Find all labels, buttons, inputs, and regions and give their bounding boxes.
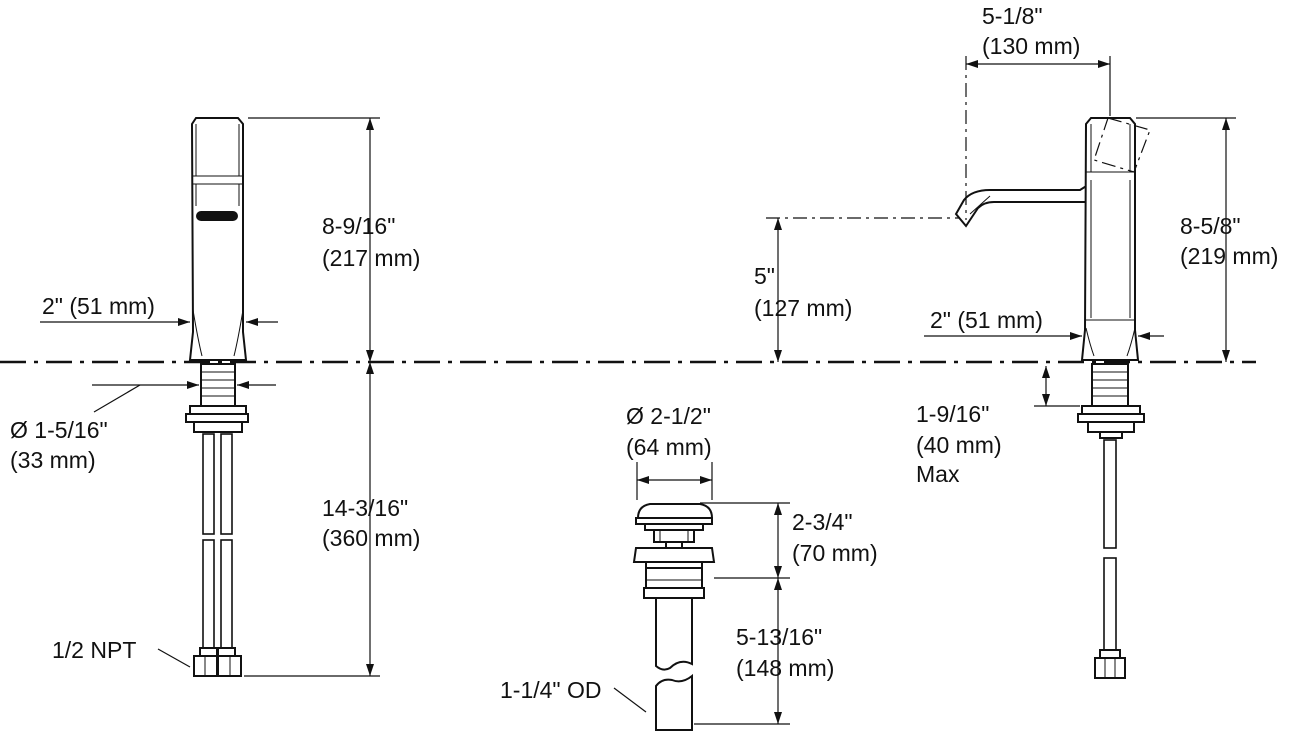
left-shank-diameter-mm: (33 mm) <box>10 447 96 473</box>
right-dimension-lines <box>766 56 1236 407</box>
drain-flange-height-mm: (70 mm) <box>792 540 878 566</box>
left-height-in: 8-9/16" <box>322 213 395 239</box>
left-shank-diameter-in: Ø 1-5/16" <box>10 417 108 443</box>
right-height-in: 8-5/8" <box>1180 213 1241 239</box>
drain-drawing <box>632 503 716 731</box>
drain-cap-diameter-in: Ø 2-1/2" <box>626 403 711 429</box>
right-spout-height-mm: (127 mm) <box>754 295 852 321</box>
right-base-width: 2" (51 mm) <box>930 307 1043 333</box>
drain-tail-length-in: 5-13/16" <box>736 624 822 650</box>
drain-tail-length-mm: (148 mm) <box>736 655 834 681</box>
drain-cap-diameter-mm: (64 mm) <box>626 434 712 460</box>
left-connection-size: 1/2 NPT <box>52 637 136 663</box>
right-deck-thickness-mm: (40 mm) <box>916 432 1002 458</box>
left-faucet-drawing <box>185 117 249 677</box>
left-supply-length-mm: (360 mm) <box>322 525 420 551</box>
right-spout-height-in: 5" <box>754 263 775 289</box>
left-dimension-lines <box>40 117 380 677</box>
right-reach-in: 5-1/8" <box>982 3 1043 29</box>
drain-tailpiece-od: 1-1/4" OD <box>500 677 601 703</box>
right-height-mm: (219 mm) <box>1180 243 1278 269</box>
right-reach-mm: (130 mm) <box>982 33 1080 59</box>
left-base-width: 2" (51 mm) <box>42 293 155 319</box>
right-deck-thickness-in: 1-9/16" <box>916 401 989 427</box>
right-faucet-drawing <box>954 117 1151 679</box>
left-supply-length-in: 14-3/16" <box>322 495 408 521</box>
left-height-mm: (217 mm) <box>322 245 420 271</box>
right-deck-thickness-note: Max <box>916 461 960 487</box>
drain-dimension-lines <box>613 462 790 725</box>
drain-flange-height-in: 2-3/4" <box>792 509 853 535</box>
